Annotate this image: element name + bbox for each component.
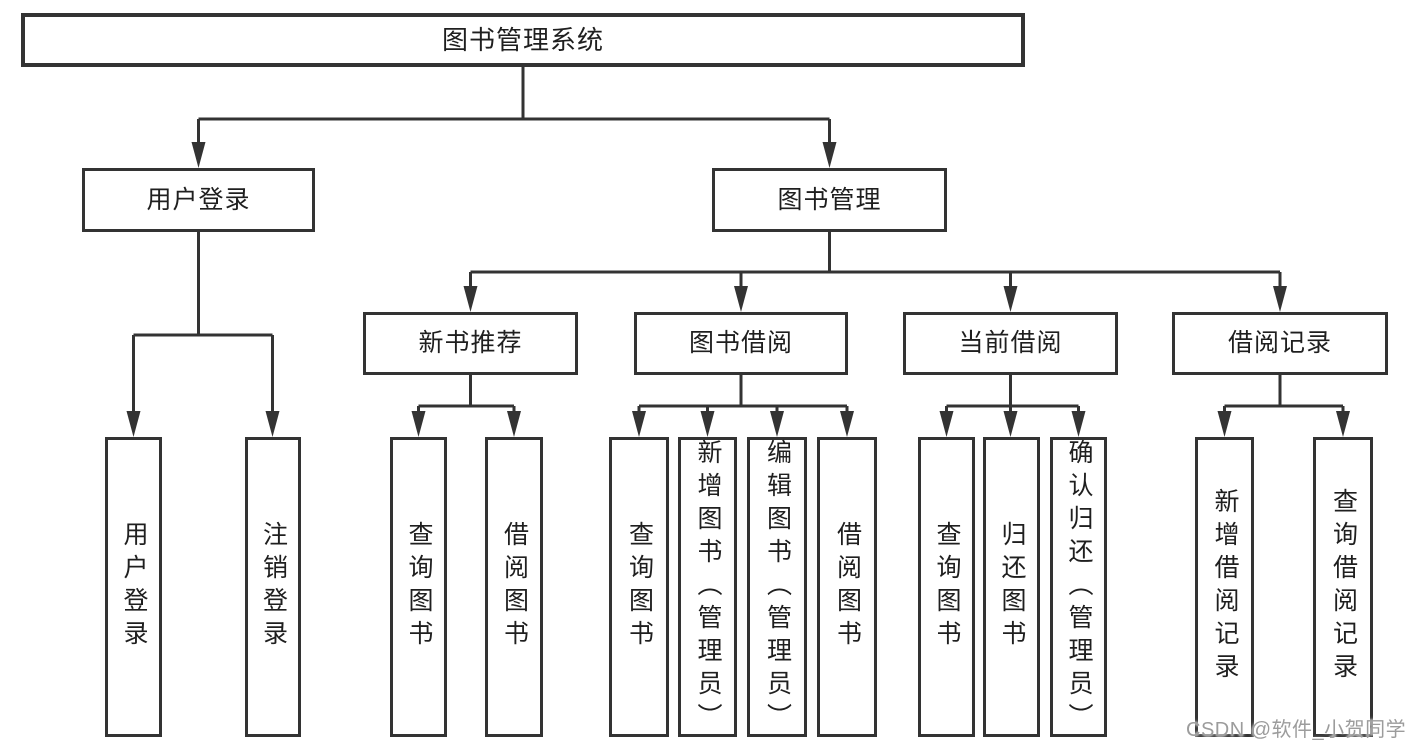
arrowhead-icons (126, 142, 1350, 437)
node-user-login: 用户登录 (82, 168, 315, 232)
leaf-logout: 注销登录 (245, 437, 301, 737)
leaf-query-borrow-record-label: 查询借阅记录 (1329, 488, 1358, 686)
node-book-management: 图书管理 (712, 168, 947, 232)
csdn-watermark: CSDN @软件_小贺同学 (1186, 719, 1405, 741)
node-new-book-recommend: 新书推荐 (363, 312, 578, 375)
leaf-user-login-label: 用户登录 (120, 521, 148, 653)
node-root-system-label: 图书管理系统 (441, 25, 604, 55)
leaf-logout-label: 注销登录 (259, 521, 288, 653)
leaf-return-book: 归还图书 (983, 437, 1040, 737)
leaf-borrow-book-label: 借阅图书 (833, 521, 862, 653)
node-current-borrow: 当前借阅 (903, 312, 1118, 375)
leaf-add-borrow-record-label: 新增借阅记录 (1211, 488, 1239, 686)
leaf-confirm-return-admin: 确认归还（管理员） (1050, 437, 1107, 737)
node-borrow-records: 借阅记录 (1172, 312, 1388, 375)
leaf-query-book-newrec-label: 查询图书 (405, 521, 433, 653)
node-book-borrow: 图书借阅 (634, 312, 848, 375)
node-current-borrow-label: 当前借阅 (958, 329, 1063, 357)
leaf-query-book-current: 查询图书 (918, 437, 975, 737)
leaf-edit-book-admin-label: 编辑图书（管理员） (763, 438, 792, 736)
leaf-query-book-borrow: 查询图书 (609, 437, 669, 737)
node-root-system: 图书管理系统 (21, 13, 1025, 67)
leaf-edit-book-admin: 编辑图书（管理员） (747, 437, 807, 737)
node-user-login-label: 用户登录 (146, 185, 251, 214)
node-book-management-label: 图书管理 (777, 185, 882, 214)
leaf-user-login: 用户登录 (105, 437, 162, 737)
leaf-add-book-admin-label: 新增图书（管理员） (694, 438, 722, 736)
leaf-query-borrow-record: 查询借阅记录 (1313, 437, 1373, 737)
leaf-confirm-return-admin-label: 确认归还（管理员） (1065, 438, 1093, 736)
node-book-borrow-label: 图书借阅 (688, 329, 793, 357)
leaf-add-book-admin: 新增图书（管理员） (678, 437, 737, 737)
node-new-book-recommend-label: 新书推荐 (418, 329, 523, 357)
leaf-add-borrow-record: 新增借阅记录 (1195, 437, 1254, 737)
leaf-query-book-newrec: 查询图书 (390, 437, 447, 737)
leaf-borrow-book: 借阅图书 (817, 437, 877, 737)
leaf-return-book-label: 归还图书 (998, 521, 1026, 653)
leaf-query-book-current-label: 查询图书 (933, 521, 961, 653)
leaf-borrow-book-newrec: 借阅图书 (485, 437, 543, 737)
leaf-borrow-book-newrec-label: 借阅图书 (500, 521, 529, 653)
leaf-query-book-borrow-label: 查询图书 (625, 521, 654, 653)
node-borrow-records-label: 借阅记录 (1227, 329, 1332, 357)
